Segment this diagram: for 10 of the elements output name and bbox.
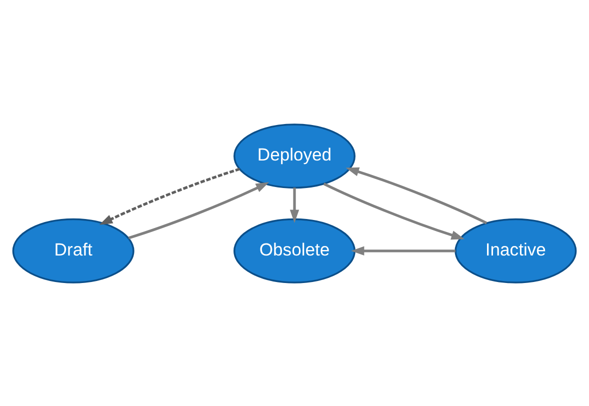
arrow: [323, 182, 465, 240]
arrow: [290, 187, 300, 222]
node-ellipse: Draft: [12, 218, 134, 283]
arrow: [128, 182, 270, 239]
arrow: [99, 167, 240, 224]
node-ellipse: Obsolete: [234, 218, 356, 283]
node-ellipse: Inactive: [454, 218, 577, 283]
arrow: [346, 166, 488, 224]
arrow: [351, 246, 456, 256]
node-ellipse: Deployed: [234, 123, 356, 188]
